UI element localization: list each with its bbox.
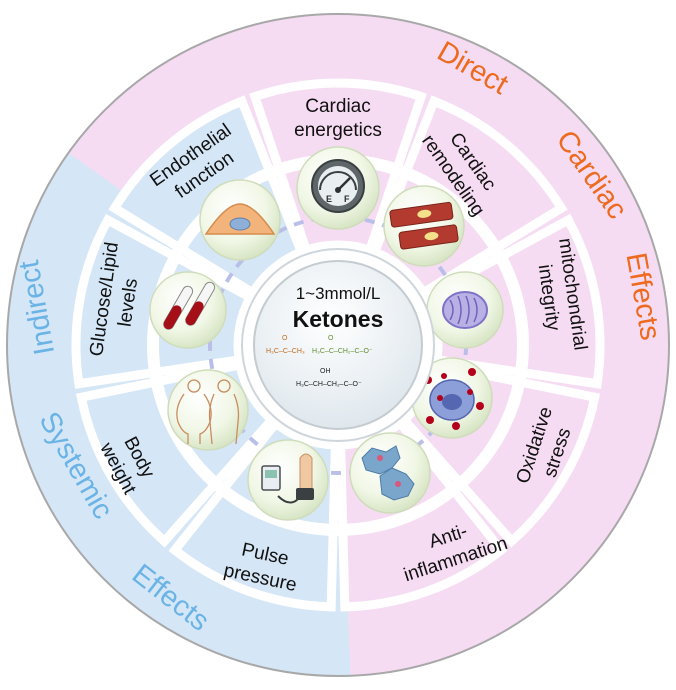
blood-pressure-monitor-icon [247, 439, 329, 521]
outer-border [6, 13, 670, 677]
fuel-gauge-icon: E F [296, 146, 380, 230]
acetoacetate-formula: H₃C–C–CH₂–C–O⁻ [312, 348, 373, 355]
segment-label-line: Cardiac [305, 96, 370, 117]
mitochondrion-icon [426, 271, 504, 349]
endothelial-cell-icon [199, 179, 281, 261]
ketones-center: 1~3mmol/L Ketones O H₃C–C–CH₃ O H₃C–C–CH… [241, 248, 435, 442]
acetone-oxygen: O [282, 335, 288, 342]
bhb-hydroxyl: OH [320, 368, 331, 375]
cardiomyocyte-icon [383, 185, 465, 267]
gauge-empty-letter: E [326, 194, 332, 204]
acetoacetate-oxygen: O [328, 335, 334, 342]
bhb-formula: H₃C–CH–CH₂–C–O⁻ [296, 381, 362, 388]
segment-label-line: energetics [294, 120, 382, 141]
center-disc [253, 260, 423, 430]
segment-cardiac-energetics: Cardiac energetics [294, 96, 382, 141]
gauge-full-letter: F [344, 194, 350, 204]
ketones-title: Ketones [293, 306, 384, 332]
macrophage-icon [349, 432, 431, 514]
acetone-formula: H₃C–C–CH₃ [266, 348, 305, 355]
blood-tubes-icon [149, 271, 227, 349]
ketone-concentration: 1~3mmol/L [296, 284, 381, 303]
body-silhouettes-icon [167, 369, 249, 451]
